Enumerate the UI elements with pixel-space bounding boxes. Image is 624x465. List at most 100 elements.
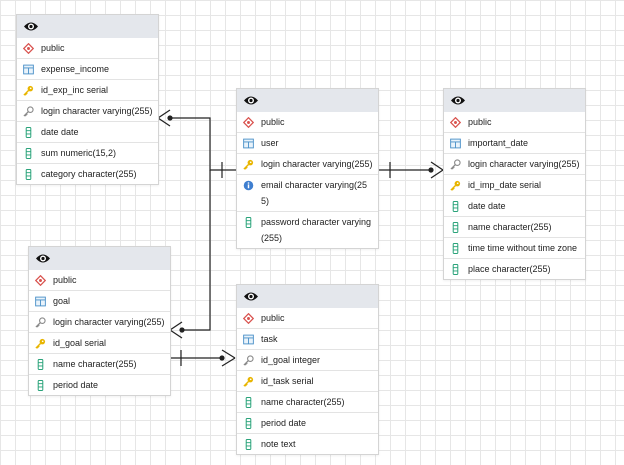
primary-key-icon bbox=[243, 159, 254, 170]
eye-icon[interactable] bbox=[243, 290, 259, 303]
table-name: task bbox=[261, 334, 278, 344]
schema-icon bbox=[35, 275, 46, 286]
column-row: category character(255) bbox=[17, 164, 158, 184]
entity-goal[interactable]: public goal login character varying(255)… bbox=[28, 246, 171, 396]
schema-name: public bbox=[41, 43, 65, 53]
column-text: login character varying(255) bbox=[53, 317, 165, 327]
foreign-key-icon bbox=[35, 317, 46, 328]
unique-key-icon bbox=[243, 180, 254, 191]
table-name-row: expense_income bbox=[17, 59, 158, 80]
column-row: login character varying(255) bbox=[17, 101, 158, 122]
eye-icon[interactable] bbox=[450, 94, 466, 107]
column-text: name character(255) bbox=[261, 397, 345, 407]
column-row: id_task serial bbox=[237, 371, 378, 392]
column-text: period date bbox=[53, 380, 99, 390]
column-row: place character(255) bbox=[444, 259, 585, 279]
table-icon bbox=[450, 138, 461, 149]
column-text: sum numeric(15,2) bbox=[41, 148, 117, 158]
column-text: time time without time zone bbox=[468, 243, 578, 253]
schema-icon bbox=[23, 43, 34, 54]
relationship-goal-task[interactable] bbox=[169, 349, 236, 367]
primary-key-icon bbox=[23, 85, 34, 96]
foreign-key-icon bbox=[243, 355, 254, 366]
foreign-key-icon bbox=[23, 106, 34, 117]
column-text: period date bbox=[261, 418, 307, 428]
column-text: login character varying(255) bbox=[41, 106, 153, 116]
entity-header[interactable] bbox=[237, 89, 378, 112]
column-icon bbox=[37, 359, 44, 370]
column-row: name character(255) bbox=[237, 392, 378, 413]
entity-important-date[interactable]: public important_date login character va… bbox=[443, 88, 586, 280]
relationship-user-goal[interactable] bbox=[169, 170, 211, 339]
table-name: goal bbox=[53, 296, 71, 306]
table-name-row: task bbox=[237, 329, 378, 350]
entity-expense-income[interactable]: public expense_income id_exp_inc serial … bbox=[16, 14, 159, 185]
column-text: id_imp_date serial bbox=[468, 180, 542, 190]
schema-name: public bbox=[261, 313, 285, 323]
entity-header[interactable] bbox=[29, 247, 170, 270]
table-icon bbox=[243, 138, 254, 149]
column-row: date date bbox=[17, 122, 158, 143]
column-icon bbox=[452, 222, 459, 233]
table-name: expense_income bbox=[41, 64, 110, 74]
relationship-user-important-date[interactable] bbox=[378, 161, 444, 179]
column-text: id_goal serial bbox=[53, 338, 107, 348]
primary-key-icon bbox=[450, 180, 461, 191]
table-icon bbox=[243, 334, 254, 345]
entity-task[interactable]: public task id_goal integer id_task seri… bbox=[236, 284, 379, 455]
column-icon bbox=[452, 243, 459, 254]
table-icon bbox=[23, 64, 34, 75]
column-icon bbox=[245, 397, 252, 408]
column-row: id_imp_date serial bbox=[444, 175, 585, 196]
column-icon bbox=[245, 217, 252, 228]
eye-icon[interactable] bbox=[243, 94, 259, 107]
column-icon bbox=[25, 148, 32, 159]
column-row: note text bbox=[237, 434, 378, 454]
column-text: name character(255) bbox=[468, 222, 552, 232]
eye-icon[interactable] bbox=[35, 252, 51, 265]
column-text: password character varying(255) bbox=[261, 217, 372, 243]
schema-name: public bbox=[261, 117, 285, 127]
column-text: email character varying(255) bbox=[261, 180, 368, 206]
column-icon bbox=[37, 380, 44, 391]
table-name-row: important_date bbox=[444, 133, 585, 154]
schema-row: public bbox=[17, 38, 158, 59]
column-icon bbox=[245, 439, 252, 450]
foreign-key-icon bbox=[450, 159, 461, 170]
schema-row: public bbox=[444, 112, 585, 133]
column-row: name character(255) bbox=[444, 217, 585, 238]
column-text: note text bbox=[261, 439, 296, 449]
column-row: period date bbox=[237, 413, 378, 434]
column-row: time time without time zone bbox=[444, 238, 585, 259]
column-icon bbox=[25, 169, 32, 180]
column-row: login character varying(255) bbox=[237, 154, 378, 175]
column-text: id_task serial bbox=[261, 376, 314, 386]
primary-key-icon bbox=[35, 338, 46, 349]
column-text: date date bbox=[468, 201, 506, 211]
column-icon bbox=[25, 127, 32, 138]
column-row: id_goal serial bbox=[29, 333, 170, 354]
column-text: id_exp_inc serial bbox=[41, 85, 109, 95]
column-row: login character varying(255) bbox=[444, 154, 585, 175]
entity-header[interactable] bbox=[17, 15, 158, 38]
column-row: name character(255) bbox=[29, 354, 170, 375]
column-text: login character varying(255) bbox=[468, 159, 580, 169]
entity-header[interactable] bbox=[237, 285, 378, 308]
column-text: name character(255) bbox=[53, 359, 137, 369]
schema-icon bbox=[243, 117, 254, 128]
eye-icon[interactable] bbox=[23, 20, 39, 33]
schema-row: public bbox=[237, 112, 378, 133]
entity-user[interactable]: public user login character varying(255)… bbox=[236, 88, 379, 249]
entity-header[interactable] bbox=[444, 89, 585, 112]
column-icon bbox=[245, 418, 252, 429]
schema-name: public bbox=[468, 117, 492, 127]
column-row: id_exp_inc serial bbox=[17, 80, 158, 101]
column-row: email character varying(255) bbox=[237, 175, 378, 212]
column-row: date date bbox=[444, 196, 585, 217]
column-icon bbox=[452, 264, 459, 275]
table-name: user bbox=[261, 138, 279, 148]
column-text: date date bbox=[41, 127, 79, 137]
relationship-user-expense-income[interactable] bbox=[157, 109, 236, 178]
